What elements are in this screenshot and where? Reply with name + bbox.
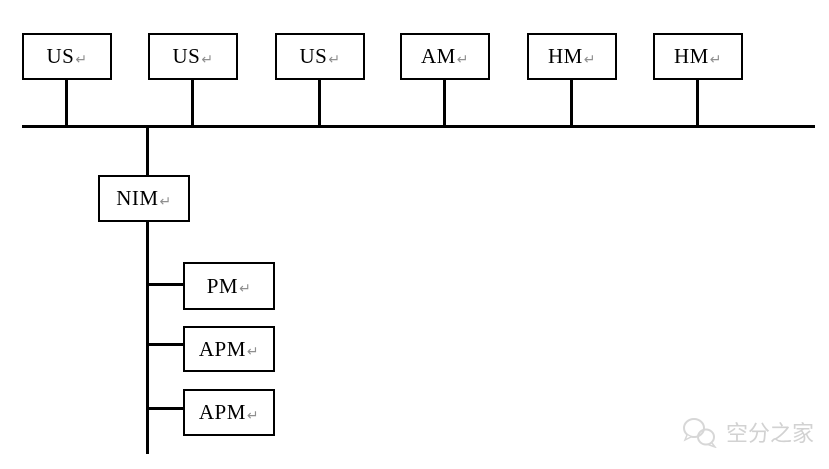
return-mark-icon: ↵ [583,51,597,68]
branch-apm-2 [146,407,183,410]
branch-pm [146,283,183,286]
node-hm-2: HM↵ [653,33,743,80]
node-nim-label: NIM [116,186,159,210]
node-us-1: US↵ [22,33,112,80]
node-apm-1-label: APM [198,336,246,361]
watermark-text: 空分之家 [726,422,815,447]
node-am: AM↵ [400,33,490,80]
branch-apm-1 [146,343,183,346]
node-apm-2: APM↵ [183,389,275,436]
node-us-3: US↵ [275,33,365,80]
node-us-3-label: US [299,44,328,68]
node-us-1-label: US [46,44,75,68]
node-hm-1-label: HM [547,44,583,68]
return-mark-icon: ↵ [159,193,172,210]
node-apm-1: APM↵ [183,326,275,372]
node-pm: PM↵ [183,262,275,310]
node-pm-label: PM [206,273,239,298]
connector-us-1 [65,80,68,125]
return-mark-icon: ↵ [709,51,723,68]
node-apm-2-label: APM [198,400,246,424]
return-mark-icon: ↵ [456,51,470,68]
connector-am [443,80,446,125]
connector-hm-2 [696,80,699,125]
trunk-bus-to-nim [146,127,149,175]
watermark: 空分之家 [681,416,814,448]
node-nim: NIM↵ [98,175,190,222]
return-mark-icon: ↵ [201,51,214,68]
bus-line [22,125,815,128]
connector-us-2 [191,80,194,125]
return-mark-icon: ↵ [75,51,88,68]
node-hm-1: HM↵ [527,33,617,80]
node-us-2: US↵ [148,33,238,80]
return-mark-icon: ↵ [239,281,252,297]
node-hm-2-label: HM [673,44,709,68]
trunk-below-nim [146,222,149,454]
return-mark-icon: ↵ [246,344,260,360]
node-am-label: AM [420,44,456,68]
return-mark-icon: ↵ [246,407,260,424]
return-mark-icon: ↵ [328,51,341,68]
node-us-2-label: US [172,44,201,68]
connector-us-3 [318,80,321,125]
connector-hm-1 [570,80,573,125]
chat-bubbles-icon [683,417,717,448]
